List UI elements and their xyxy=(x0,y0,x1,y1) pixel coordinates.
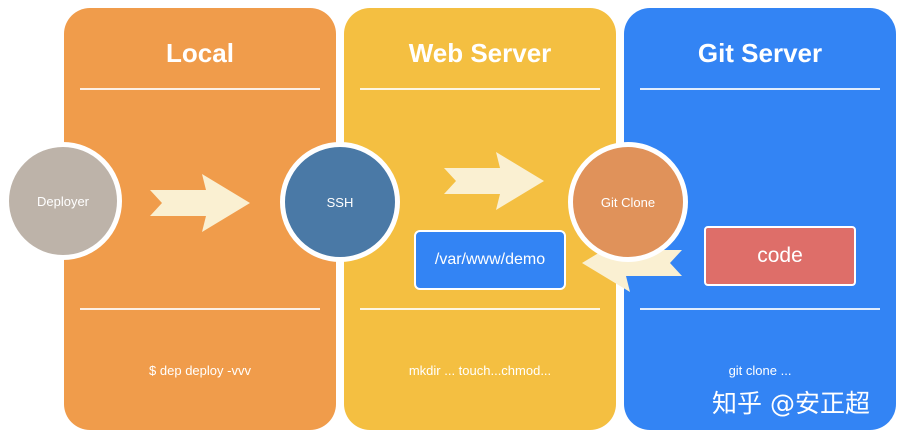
divider xyxy=(80,88,320,90)
ssh-label: SSH xyxy=(326,194,354,210)
divider xyxy=(80,308,320,310)
local-panel-title: Local xyxy=(166,38,234,68)
git-server-panel-title: Git Server xyxy=(697,38,823,68)
local-command: $ dep deploy -vvv xyxy=(149,363,251,378)
arrow-right-icon xyxy=(444,152,544,210)
code-label: code xyxy=(757,244,803,267)
code-box: code xyxy=(704,226,856,286)
ssh-node: SSH xyxy=(280,142,400,262)
divider xyxy=(360,308,600,310)
divider xyxy=(640,88,880,90)
deployer-node: Deployer xyxy=(4,142,122,260)
git-clone-node: Git Clone xyxy=(568,142,688,262)
demo-path-box: /var/www/demo xyxy=(414,230,566,290)
git-clone-label: Git Clone xyxy=(600,194,656,210)
deployer-label: Deployer xyxy=(36,193,90,209)
git-server-command: git clone ... xyxy=(728,363,792,378)
divider xyxy=(640,308,880,310)
demo-path-label: /var/www/demo xyxy=(434,251,546,268)
arrow-right-icon xyxy=(150,174,250,232)
git-server-panel: Git Server git clone ... xyxy=(624,8,896,430)
web-server-command: mkdir ... touch...chmod... xyxy=(408,363,552,378)
divider xyxy=(360,88,600,90)
watermark: 知乎 @安正超 xyxy=(712,389,870,418)
web-server-panel-title: Web Server xyxy=(408,38,552,68)
